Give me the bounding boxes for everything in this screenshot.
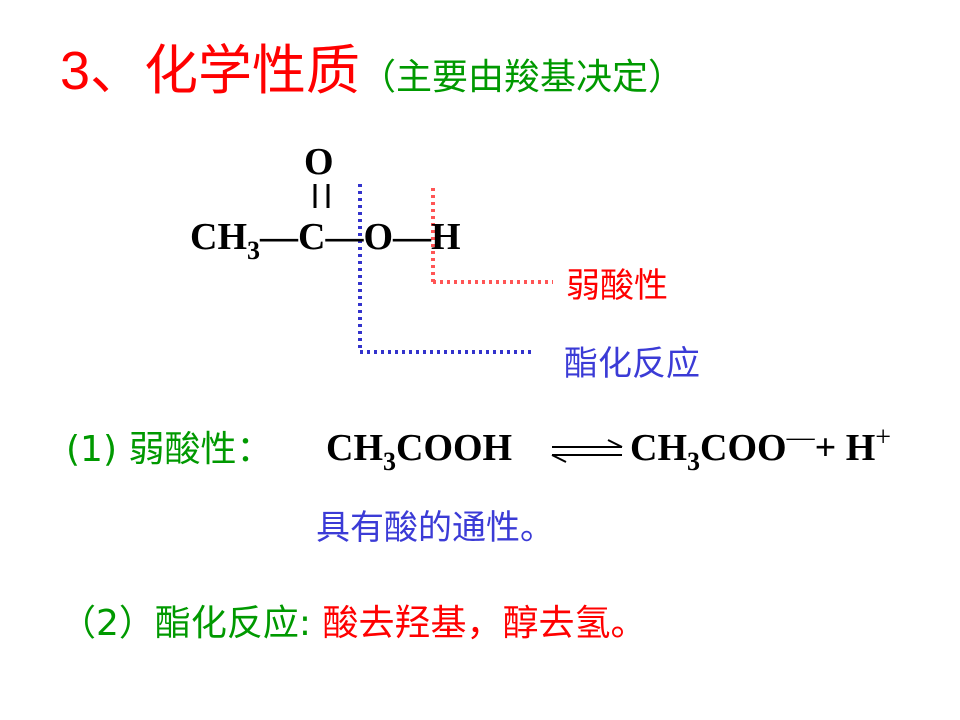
label-esterification: 酯化反应	[564, 344, 700, 384]
carbonyl-oxygen: O	[304, 141, 334, 183]
label-weak-acid: 弱酸性	[566, 266, 668, 306]
section2-rule: 酸去羟基，醇去氢。	[322, 603, 647, 644]
product-ch: CH	[630, 427, 687, 469]
acetate-charge: —	[786, 422, 815, 453]
equilibrium-arrow	[551, 439, 623, 463]
section1-label: (1) 弱酸性：	[66, 429, 273, 470]
reactant-ch: CH	[326, 427, 383, 469]
product-formula: CH3COO—+ H+	[630, 424, 891, 475]
acid-property-note: 具有酸的通性。	[316, 508, 554, 548]
slide-title: 3、化学性质（主要由羧基决定）	[60, 36, 684, 113]
title-number: 3、	[60, 41, 145, 101]
reactant-rest: COOH	[396, 427, 513, 469]
chain-subscript: 3	[247, 236, 260, 265]
hydrogen-charge: +	[875, 422, 892, 453]
reactant-formula: CH3COOH	[326, 426, 513, 475]
title-note: （主要由羧基决定）	[360, 57, 685, 98]
section2-line: （2）酯化反应: 酸去羟基，醇去氢。	[60, 594, 647, 646]
product-subscript: 3	[687, 447, 700, 476]
reactant-subscript: 3	[383, 447, 396, 476]
product-rest: COO	[700, 427, 787, 469]
chain-rest: —C—O—H	[260, 216, 461, 258]
plus-hydrogen: + H	[814, 427, 876, 469]
title-main: 化学性质	[144, 39, 361, 102]
acetic-acid-structure: CH3—C—O—H	[190, 215, 461, 264]
chain-ch: CH	[190, 216, 247, 258]
section2-label: （2）酯化反应:	[60, 603, 323, 644]
